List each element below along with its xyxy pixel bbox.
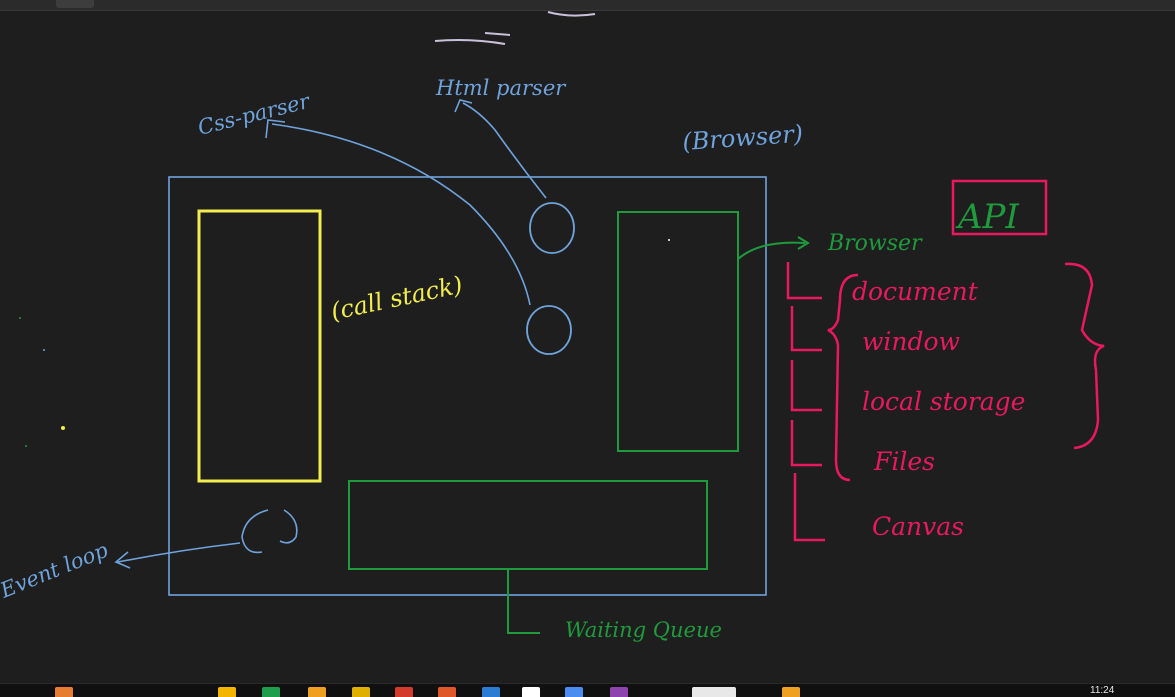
api-item-canvas: Canvas [872, 512, 964, 541]
queue-connector [507, 569, 540, 634]
browser-api-box [617, 211, 739, 452]
api-connector [737, 241, 806, 260]
api-item-window: window [862, 327, 960, 356]
api-item-files: Files [873, 447, 935, 476]
whiteboard-canvas[interactable]: Css-parser Html parser (Browser) Event l… [0, 0, 1175, 683]
taskbar-app-icon[interactable] [55, 687, 73, 697]
waiting-queue-label: Waiting Queue [565, 618, 722, 642]
css-oval [526, 305, 572, 355]
stray-dot [25, 445, 27, 447]
event-loop-arrow-head [114, 551, 131, 569]
api-tree [786, 262, 825, 542]
css-parser-label: Css-parser [195, 89, 313, 140]
browser-label: (Browser) [681, 120, 803, 156]
stray-dot [43, 349, 45, 351]
taskbar-app-icon[interactable] [218, 687, 236, 697]
call-stack-label: (call stack) [328, 271, 465, 326]
taskbar: 11:24 [0, 683, 1175, 697]
html-parser-label: Html parser [435, 76, 567, 100]
api-label: API [955, 197, 1019, 237]
stray-dot [19, 317, 21, 319]
api-box [951, 179, 1048, 236]
top-scribbles [434, 11, 596, 45]
taskbar-app-icon[interactable] [352, 687, 370, 697]
taskbar-app-icon[interactable] [438, 687, 456, 697]
right-brace [1064, 262, 1105, 450]
arrow-to-html-parser [462, 102, 547, 199]
taskbar-app-icon[interactable] [395, 687, 413, 697]
waiting-queue-box [348, 480, 708, 570]
html-oval [529, 202, 575, 254]
arrow-to-css-parser-head [265, 119, 286, 139]
arrow-to-html-parser-head [454, 99, 473, 113]
api-item-document: document [852, 277, 979, 306]
taskbar-app-icon[interactable] [692, 687, 736, 697]
taskbar-app-icon[interactable] [565, 687, 583, 697]
event-loop-swirl [241, 509, 298, 554]
call-stack-box [197, 209, 322, 483]
taskbar-app-icon[interactable] [522, 687, 540, 697]
toolbar [0, 0, 1175, 11]
event-loop-label: Event loop [0, 538, 111, 603]
taskbar-app-icon[interactable] [782, 687, 800, 697]
arrow-to-css-parser [271, 123, 531, 306]
pen-tool-button[interactable] [56, 0, 94, 8]
api-connector-head [797, 236, 810, 250]
browser-box [168, 176, 767, 596]
taskbar-app-icon[interactable] [610, 687, 628, 697]
left-brace [827, 273, 859, 482]
taskbar-app-icon[interactable] [262, 687, 280, 697]
stray-dot [61, 426, 65, 430]
taskbar-app-icon[interactable] [482, 687, 500, 697]
taskbar-clock: 11:24 [1090, 685, 1115, 696]
event-loop-arrow [117, 542, 241, 563]
api-item-local-storage: local storage [862, 387, 1025, 416]
api-box-dot [668, 239, 670, 241]
taskbar-app-icon[interactable] [308, 687, 326, 697]
browser-api-prefix-label: Browser [827, 231, 923, 256]
